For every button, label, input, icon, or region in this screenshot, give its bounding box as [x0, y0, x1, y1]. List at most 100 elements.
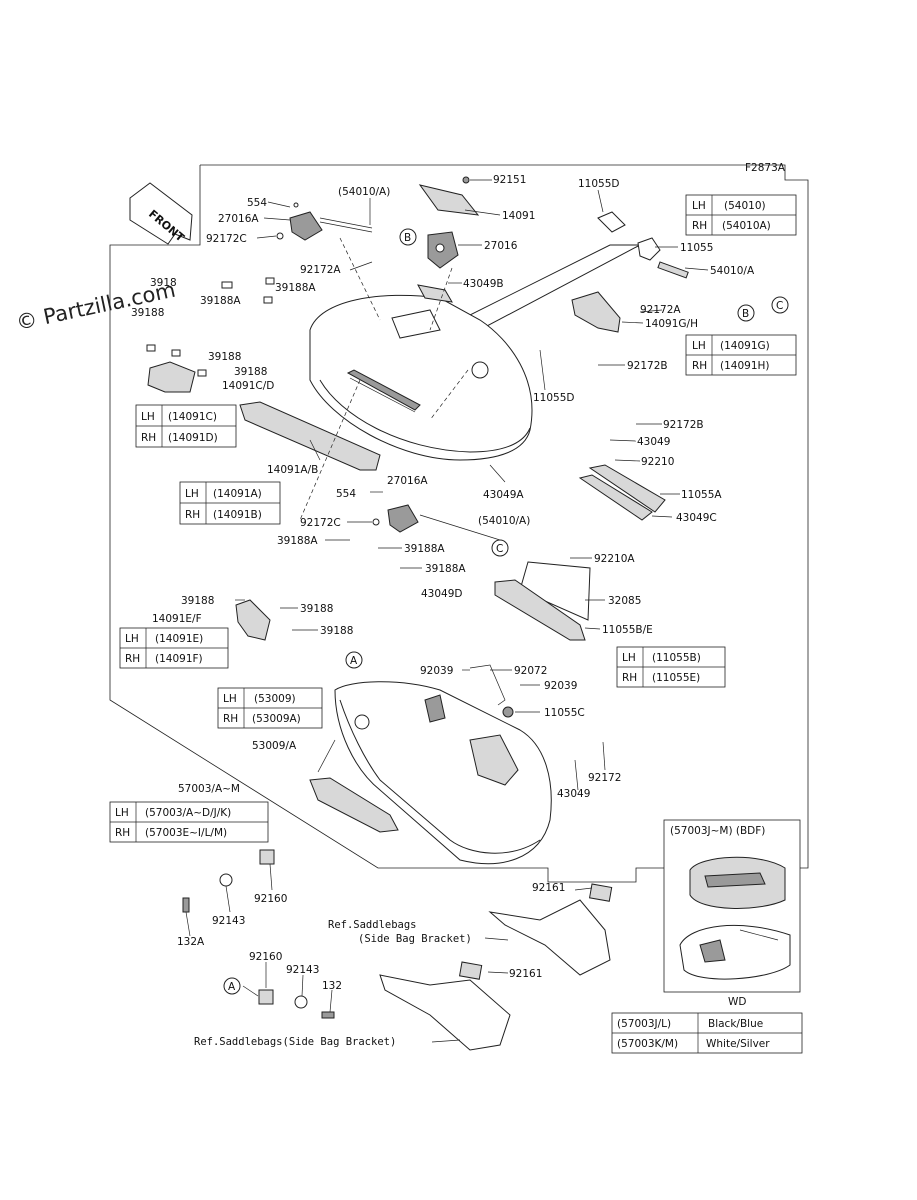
bracket-11055	[637, 237, 689, 279]
label-53009a: 53009/A	[252, 740, 297, 752]
table-53009: LH (53009) RH (53009A)	[217, 687, 323, 729]
inset-bdf: (57003J~M) (BDF)	[663, 819, 801, 993]
trim-14091ab	[239, 401, 381, 471]
plate-32085	[519, 561, 591, 621]
dash-line-1	[339, 237, 381, 321]
inset-title: (57003J~M) (BDF)	[670, 825, 765, 837]
label-11055d-lower: 11055D	[533, 392, 575, 404]
svg-text:RH: RH	[141, 432, 156, 444]
table-11055be: LH (11055B) RH (11055E)	[616, 646, 726, 688]
label-54010a-paren-lower: (54010/A)	[478, 515, 530, 527]
front-arrow-icon: FRONT	[129, 182, 193, 245]
label-92172b-upper: 92172B	[627, 360, 668, 372]
saddlebag-case	[334, 681, 552, 865]
label-11055d-upper: 11055D	[578, 178, 620, 190]
svg-text:LH: LH	[115, 807, 129, 819]
svg-text:(57003E~I/L/M): (57003E~I/L/M)	[145, 827, 227, 839]
svg-text:(54010A): (54010A)	[722, 220, 771, 232]
label-39188-6: 39188	[320, 625, 353, 637]
svg-text:(57003K/M): (57003K/M)	[617, 1038, 678, 1050]
label-92172b-lower: 92172B	[663, 419, 704, 431]
table-54010: LH (54010) RH (54010A)	[685, 194, 797, 236]
plate-11055d	[597, 211, 626, 233]
callout-b-upper: B	[399, 228, 417, 246]
label-43049d: 43049D	[421, 588, 463, 600]
svg-text:(14091G): (14091G)	[720, 340, 770, 352]
label-14091gh: 14091G/H	[645, 318, 698, 330]
label-27016: 27016	[484, 240, 518, 252]
stay-11055a	[578, 464, 666, 521]
label-92143-lower: 92143	[286, 964, 319, 976]
label-43049c: 43049C	[676, 512, 717, 524]
grommet-92160-lower	[258, 989, 274, 1005]
label-92172a-left: 92172A	[300, 264, 341, 276]
svg-text:(57003/A~D/J/K): (57003/A~D/J/K)	[145, 807, 231, 819]
label-54010a-paren: (54010/A)	[338, 186, 390, 198]
svg-text:(14091B): (14091B)	[213, 509, 262, 521]
svg-text:(11055E): (11055E)	[652, 672, 700, 684]
label-39188-4: 39188	[181, 595, 214, 607]
dash-line-3	[429, 369, 469, 421]
svg-text:(14091A): (14091A)	[213, 488, 262, 500]
label-39188a-2: 39188A	[200, 295, 241, 307]
plate-43049b	[417, 284, 453, 303]
callout-c-upper: C	[771, 296, 789, 314]
label-43049-lower: 43049	[557, 788, 590, 800]
svg-text:LH: LH	[141, 411, 155, 423]
svg-text:LH: LH	[185, 488, 199, 500]
table-colors: (57003J/L) Black/Blue (57003K/M) White/S…	[611, 1012, 803, 1054]
ref-saddlebags-upper-1: Ref.Saddlebags	[328, 919, 417, 931]
dash-line-2	[429, 267, 453, 331]
label-92160-upper: 92160	[254, 893, 287, 905]
label-92151: 92151	[493, 174, 526, 186]
label-54010-a: 54010/A	[710, 265, 755, 277]
callout-c-lower: C	[491, 539, 509, 557]
label-27016a: 27016A	[218, 213, 259, 225]
dash-line-4	[299, 379, 361, 521]
label-92143-upper: 92143	[212, 915, 245, 927]
svg-text:RH: RH	[125, 653, 140, 665]
table-57003: LH (57003/A~D/J/K) RH (57003E~I/L/M)	[109, 801, 269, 843]
svg-text:RH: RH	[115, 827, 130, 839]
label-92160-lower: 92160	[249, 951, 282, 963]
cover-14091cd	[147, 361, 196, 393]
side-bag-bracket-lower	[379, 961, 511, 1051]
ref-saddlebags-upper-2: (Side Bag Bracket)	[358, 933, 472, 945]
svg-text:White/Silver: White/Silver	[706, 1038, 770, 1050]
svg-text:RH: RH	[692, 360, 707, 372]
svg-text:LH: LH	[692, 340, 706, 352]
label-554-lower: 554	[336, 488, 356, 500]
label-132: 132	[322, 980, 342, 992]
label-39188-1: 39188	[131, 307, 164, 319]
svg-text:(53009): (53009)	[254, 693, 296, 705]
svg-text:(53009A): (53009A)	[252, 713, 301, 725]
callout-a-lower: A	[223, 977, 241, 995]
washer-92143-lower	[294, 995, 308, 1009]
svg-text:LH: LH	[622, 652, 636, 664]
label-92210: 92210	[641, 456, 674, 468]
inset-wd-label: WD	[728, 996, 746, 1008]
svg-text:(14091F): (14091F)	[155, 653, 203, 665]
bolt-132	[321, 1011, 335, 1019]
table-14091cd: LH (14091C) RH (14091D)	[135, 404, 237, 448]
svg-text:(11055B): (11055B)	[652, 652, 701, 664]
label-11055: 11055	[680, 242, 713, 254]
lock-27016a	[276, 202, 373, 241]
svg-text:A: A	[350, 655, 358, 667]
label-57003am: 57003/A~M	[178, 783, 240, 795]
svg-text:C: C	[496, 543, 503, 555]
label-554: 554	[247, 197, 267, 209]
svg-text:B: B	[404, 232, 411, 244]
cover-14091gh	[571, 291, 621, 333]
bolt-132a	[182, 897, 190, 913]
label-39188a-3: 39188A	[277, 535, 318, 547]
cover-14091ef	[235, 599, 271, 641]
label-11055a: 11055A	[681, 489, 722, 501]
svg-text:RH: RH	[692, 220, 707, 232]
svg-text:C: C	[776, 300, 783, 312]
label-92172c-lower: 92172C	[300, 517, 341, 529]
label-32085: 32085	[608, 595, 641, 607]
label-43049: 43049	[637, 436, 670, 448]
svg-text:LH: LH	[692, 200, 706, 212]
